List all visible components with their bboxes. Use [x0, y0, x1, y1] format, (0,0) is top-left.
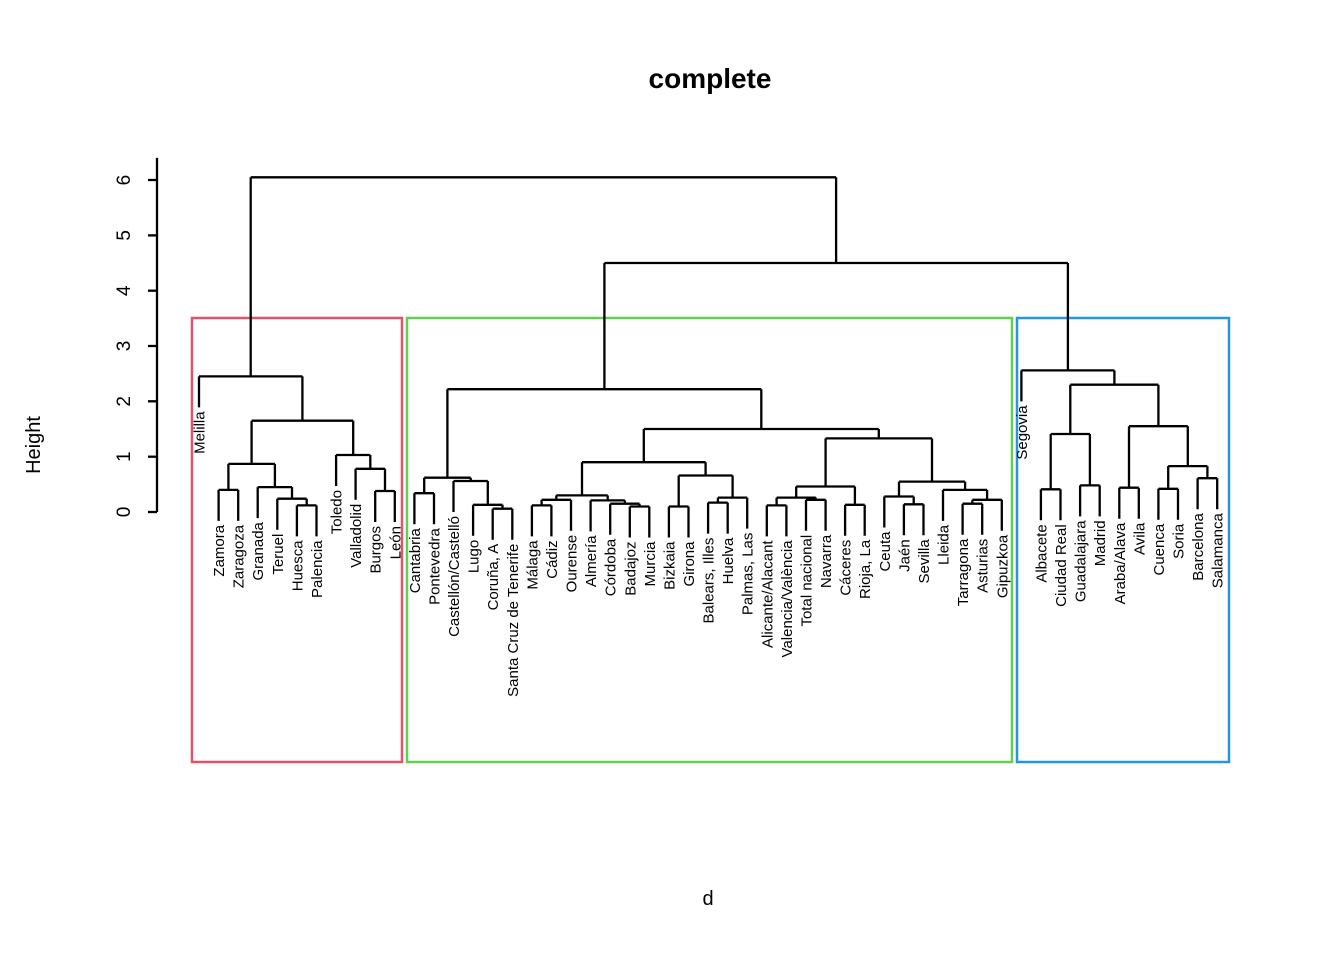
y-axis-title: Height — [23, 416, 45, 474]
leaf-label: Melilla — [192, 411, 209, 454]
cluster-3-box — [1015, 316, 1231, 764]
leaf-label: Pontevedra — [427, 528, 444, 605]
cluster-boxes — [190, 316, 1231, 764]
leaf-label: Granada — [250, 521, 267, 580]
leaf-label: Araba/Alava — [1112, 522, 1129, 604]
leaf-label: Castellón/Castelló — [446, 516, 463, 637]
y-tick-label: 1 — [114, 451, 135, 462]
leaf-label: Sevilla — [916, 539, 933, 584]
leaf-label: Ourense — [564, 535, 581, 593]
leaf-label: Albacete — [1033, 524, 1050, 582]
y-tick-label: 4 — [114, 285, 135, 296]
leaf-label: Almería — [583, 535, 600, 587]
leaf-label: Valencia/València — [779, 540, 796, 658]
leaf-label: Guadalajara — [1073, 520, 1090, 602]
leaf-label: Ceuta — [877, 531, 894, 572]
y-tick-label: 3 — [114, 341, 135, 352]
leaf-label: Bizkaia — [661, 541, 678, 590]
leaf-label: Madrid — [1092, 520, 1109, 566]
x-axis-title: d — [702, 888, 713, 910]
leaf-label: Huelva — [720, 537, 737, 584]
leaf-label: Jaén — [896, 539, 913, 572]
y-tick-label: 5 — [114, 230, 135, 241]
leaf-label: Cantabria — [407, 528, 424, 594]
leaf-label: Toledo — [329, 490, 346, 534]
cluster-2-box — [405, 316, 1014, 764]
leaf-label: Murcia — [642, 541, 659, 587]
leaf-label: Cuenca — [1151, 523, 1168, 575]
leaf-label: Navarra — [818, 534, 835, 588]
leaf-label: Gipuzkoa — [994, 534, 1011, 598]
leaf-label: Valladolid — [348, 504, 365, 568]
leaf-label: Huesca — [289, 540, 306, 592]
leaf-label: Rioja, La — [857, 539, 874, 599]
leaf-label: Cáceres — [838, 540, 855, 596]
leaf-label: Coruña, A — [485, 544, 502, 611]
leaf-label: Zamora — [211, 524, 228, 576]
chart-title: complete — [649, 63, 772, 94]
y-axis: 0 1 2 3 4 5 6 — [114, 157, 159, 518]
y-tick-label: 6 — [114, 175, 135, 186]
leaf-label: Palmas, Las — [740, 533, 757, 616]
leaf-label: Avila — [1131, 522, 1148, 555]
leaf-label: Málaga — [524, 540, 541, 590]
leaf-label: Ciudad Real — [1053, 524, 1070, 607]
leaf-label: Córdoba — [603, 538, 620, 596]
leaf-label: Segovia — [1014, 405, 1031, 460]
y-tick-label: 0 — [114, 507, 135, 518]
leaf-label: Salamanca — [1210, 513, 1227, 589]
leaf-label: Lleida — [936, 524, 953, 565]
y-tick-label: 2 — [114, 396, 135, 407]
leaf-label: Soria — [1171, 523, 1188, 559]
leaf-label: Cádiz — [544, 540, 561, 578]
leaf-label: Burgos — [368, 526, 385, 574]
cluster-1-box — [190, 316, 404, 764]
leaf-label: Tarragona — [955, 538, 972, 606]
leaf-label: Palencia — [309, 540, 326, 598]
leaf-label: Teruel — [270, 534, 287, 575]
leaf-label: Santa Cruz de Tenerife — [505, 544, 522, 697]
leaf-label: Alicante/Alacant — [759, 540, 776, 648]
dendrogram-tree — [197, 176, 1219, 540]
leaf-label: Girona — [681, 541, 698, 587]
leaf-label: León — [387, 526, 404, 559]
leaf-label: Badajoz — [622, 542, 639, 596]
leaf-label: Lugo — [466, 540, 483, 573]
leaf-label: Balears, Illes — [701, 538, 718, 624]
leaf-label: Asturias — [975, 539, 992, 593]
leaf-label: Total nacional — [799, 535, 816, 627]
leaf-label: Zaragoza — [231, 524, 248, 588]
leaf-label: Barcelona — [1190, 513, 1207, 581]
